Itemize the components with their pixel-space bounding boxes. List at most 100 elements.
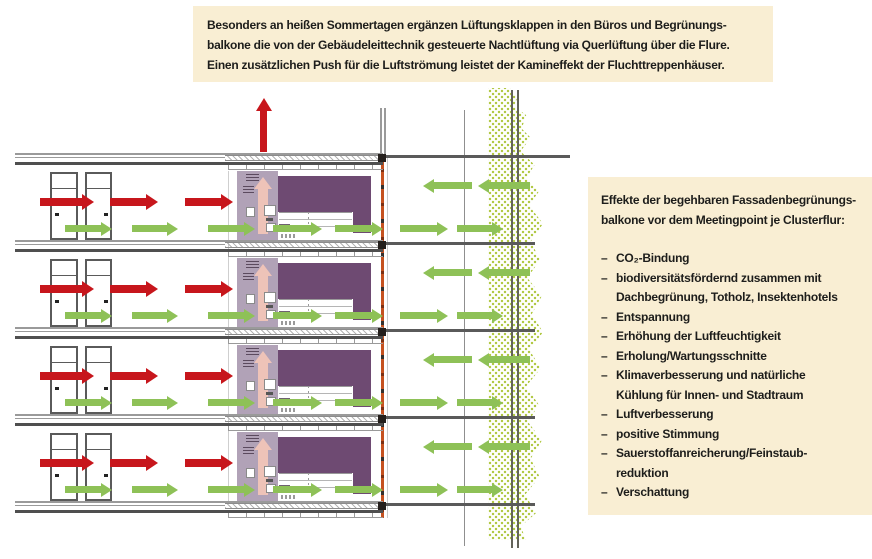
- effect-list-item: –Erholung/Wartungsschnitte: [601, 347, 866, 367]
- slab-hatching: [225, 242, 383, 248]
- furniture-symbol: [246, 294, 255, 304]
- slab-line: [15, 418, 225, 419]
- facade-glass-line: [387, 155, 388, 518]
- balcony-slab-line: [383, 155, 570, 158]
- floor-slab: [15, 414, 383, 432]
- micro-label: [246, 435, 259, 443]
- fresh-air-arrow-inward: [434, 356, 472, 363]
- table-centerline: [308, 473, 309, 493]
- furniture-symbol: [266, 479, 273, 482]
- effect-list-item: –Erhöhung der Luftfeuchtigkeit: [601, 327, 866, 347]
- fresh-air-arrow: [208, 486, 244, 493]
- fresh-air-arrow-outward: [400, 225, 437, 232]
- list-dash: –: [601, 329, 608, 343]
- fresh-air-arrow: [335, 225, 372, 232]
- fresh-air-arrow: [273, 399, 311, 406]
- micro-label: [243, 273, 254, 281]
- meetingpoint-wall-block: [278, 437, 371, 473]
- balcony-slab-line: [383, 416, 535, 419]
- door-transom: [52, 362, 76, 363]
- list-dash: –: [601, 446, 608, 460]
- floor-slab: [15, 501, 383, 519]
- warm-air-arrow: [185, 372, 221, 380]
- balcony-post: [464, 110, 465, 546]
- door-handle: [104, 300, 108, 303]
- fresh-air-arrow: [65, 486, 101, 493]
- door-transom: [87, 188, 110, 189]
- fresh-air-arrow: [208, 312, 244, 319]
- list-dash: –: [601, 309, 608, 324]
- door-transom: [52, 275, 76, 276]
- micro-label: [243, 447, 254, 455]
- floor-unit: [0, 345, 872, 414]
- floor-slab: [15, 327, 383, 345]
- fresh-air-arrow: [208, 399, 244, 406]
- effect-list-item: –Verschattung: [601, 483, 866, 503]
- floor-unit: [0, 171, 872, 240]
- furniture-symbol: [246, 468, 255, 478]
- info-box-night-ventilation: Besonders an heißen Sommertagen ergänzen…: [193, 6, 773, 82]
- fresh-air-arrow-inward: [489, 182, 530, 189]
- list-dash: –: [601, 485, 608, 499]
- fresh-air-arrow: [65, 399, 101, 406]
- door-handle: [55, 474, 59, 477]
- micro-label: [246, 348, 259, 356]
- slab-line: [15, 423, 383, 426]
- updraft-arrow: [258, 189, 268, 234]
- ceiling-ticks: [228, 513, 383, 518]
- fresh-air-arrow-outward: [457, 312, 492, 319]
- fresh-air-arrow-outward: [400, 486, 437, 493]
- fresh-air-arrow: [273, 225, 311, 232]
- list-dash: –: [601, 348, 608, 363]
- slab-line: [15, 327, 383, 329]
- table-centerline: [308, 386, 309, 406]
- warm-air-arrow: [110, 372, 146, 380]
- slab-line: [15, 505, 225, 506]
- micro-label: [246, 174, 259, 182]
- warm-air-arrow: [185, 198, 221, 206]
- floor-slab: [15, 153, 383, 171]
- effect-list-item: –Sauerstoffanreicherung/Feinstaub- reduk…: [601, 444, 866, 483]
- door-handle: [55, 300, 59, 303]
- fresh-air-arrow: [65, 225, 101, 232]
- fresh-air-arrow-outward: [457, 486, 492, 493]
- effect-list-item: –Klimaverbesserung und natürliche Kühlun…: [601, 366, 866, 405]
- list-dash: –: [601, 407, 608, 421]
- micro-label: [281, 408, 295, 412]
- floor-slab: [15, 240, 383, 258]
- facade-slab-junction: [378, 415, 386, 423]
- fresh-air-arrow: [335, 312, 372, 319]
- door-handle: [55, 213, 59, 216]
- slab-line: [15, 157, 225, 158]
- warm-air-arrow: [40, 372, 82, 380]
- door-transom: [87, 362, 110, 363]
- micro-label: [246, 261, 259, 269]
- ceiling-ticks: [228, 252, 383, 257]
- slab-line: [15, 240, 383, 242]
- slab-hatching: [225, 503, 383, 509]
- list-dash: –: [601, 426, 608, 441]
- door-transom: [87, 275, 110, 276]
- warm-air-arrow: [40, 285, 82, 293]
- slab-line: [15, 244, 225, 245]
- furniture-symbol: [266, 218, 273, 221]
- night-ventilation-text: Besonders an heißen Sommertagen ergänzen…: [207, 18, 730, 72]
- facade-slab-junction: [378, 241, 386, 249]
- fresh-air-arrow: [65, 312, 101, 319]
- micro-label: [243, 360, 254, 368]
- warm-air-arrow: [40, 459, 82, 467]
- slab-hatching: [225, 155, 383, 161]
- furniture-symbol: [264, 379, 276, 390]
- slab-hatching: [225, 329, 383, 335]
- door-handle: [104, 213, 108, 216]
- door-transom: [87, 449, 110, 450]
- meetingpoint-wall-block: [278, 263, 371, 299]
- fresh-air-arrow: [132, 486, 167, 493]
- fresh-air-arrow: [132, 225, 167, 232]
- door-symbol: [50, 172, 78, 240]
- furniture-symbol: [264, 466, 276, 477]
- parapet-line: [380, 108, 386, 155]
- slab-line: [15, 249, 383, 252]
- micro-label: [281, 495, 295, 499]
- balcony-slab-line: [383, 503, 535, 506]
